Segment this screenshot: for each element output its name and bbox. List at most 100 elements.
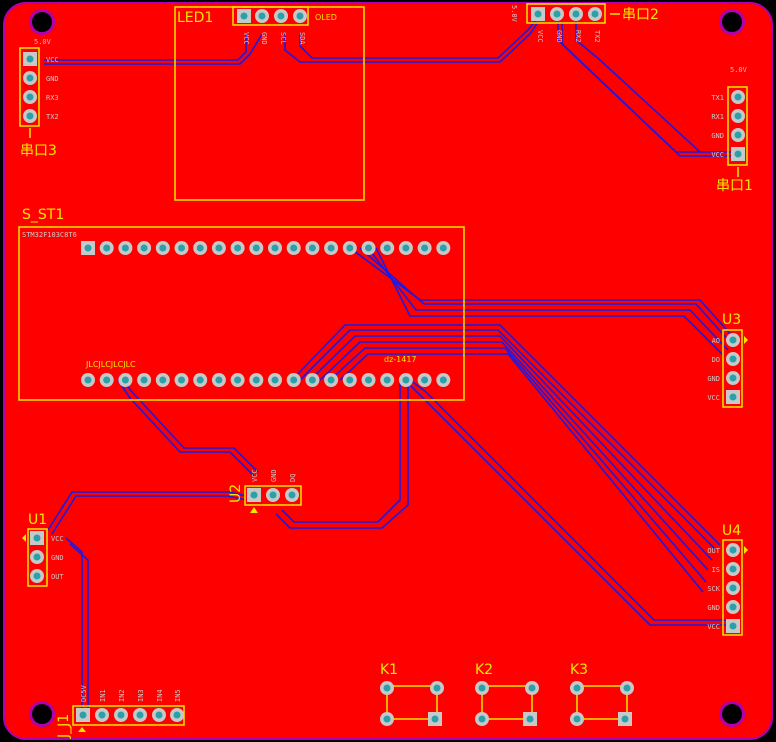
uart3-header[interactable]: 串口3 5.0V VCC GND RX3 TX2	[19, 38, 59, 159]
s-st1-top-pin-9[interactable]	[230, 241, 245, 255]
uart1-header[interactable]: 串口1 5.0V TX1 RX1 GND VCC	[711, 66, 753, 194]
k3-button[interactable]: K3	[570, 662, 634, 726]
u3-sensor[interactable]: U3 AO DO GND VCC	[707, 312, 748, 408]
s-st1-top-pin-3[interactable]	[118, 241, 133, 255]
k2-pin-4[interactable]	[523, 712, 537, 726]
u4-pin-2[interactable]	[726, 562, 740, 576]
s-st1-bottom-pin-6[interactable]	[174, 373, 189, 387]
u2-pin-3[interactable]	[285, 488, 299, 502]
u4-pin-3[interactable]	[726, 581, 740, 595]
s-st1-top-pin-4[interactable]	[137, 241, 152, 255]
s-st1-top-pin-8[interactable]	[211, 241, 226, 255]
k1-pin-2[interactable]	[430, 681, 444, 695]
s-st1-top-pin-11[interactable]	[268, 241, 282, 255]
s-st1-top-pin-17[interactable]	[380, 241, 395, 255]
u3-pin-2[interactable]	[726, 352, 740, 366]
k1-button[interactable]: K1	[380, 662, 444, 726]
uart3-pin-4[interactable]	[23, 109, 37, 123]
s-st1-bottom-pin-8[interactable]	[211, 373, 226, 387]
s-st1-top-pin-20[interactable]	[436, 241, 451, 255]
k2-pin-1[interactable]	[475, 681, 489, 695]
uart2-pin-3[interactable]	[569, 7, 583, 21]
uart3-pin-3[interactable]	[23, 90, 37, 104]
k3-pin-2[interactable]	[620, 681, 634, 695]
s-st1-bottom-pin-12[interactable]	[286, 373, 301, 387]
uart2-pin-1[interactable]	[531, 7, 545, 21]
s-st1-bottom-pin-2[interactable]	[99, 373, 114, 387]
led1-pin-3[interactable]	[274, 9, 288, 23]
u4-pin-4[interactable]	[726, 600, 740, 614]
s-st1-top-pin-19[interactable]	[417, 241, 432, 255]
s-st1-top-pin-14[interactable]	[324, 241, 339, 255]
s-st1-bottom-pin-17[interactable]	[380, 373, 395, 387]
s-st1-top-pin-7[interactable]	[193, 241, 208, 255]
uart2-pin-2[interactable]	[550, 7, 564, 21]
u3-pin-3[interactable]	[726, 371, 740, 385]
u2-pin-2[interactable]	[266, 488, 280, 502]
k1-pin-3[interactable]	[380, 712, 394, 726]
s-st1-bottom-pin-18[interactable]	[398, 373, 413, 387]
uart1-pin-1[interactable]	[731, 90, 745, 104]
k1-pin-4[interactable]	[428, 712, 442, 726]
s-st1-bottom-pin-19[interactable]	[417, 373, 432, 387]
u1-pin-2[interactable]	[30, 550, 44, 564]
uart3-pin-1[interactable]	[23, 52, 37, 66]
s-st1-top-pin-16[interactable]	[361, 241, 376, 255]
led1-module[interactable]: LED1 OLED VCC GND SCL SDA	[174, 6, 365, 201]
k3-pin-3[interactable]	[570, 712, 584, 726]
k1-pin-1[interactable]	[380, 681, 394, 695]
s-st1-top-pin-15[interactable]	[342, 241, 357, 255]
u4-sensor[interactable]: U4 OUT IS SCK GND VCC	[707, 523, 748, 636]
k3-pin-4[interactable]	[618, 712, 632, 726]
u2-sensor[interactable]: U2 VCC GND DQ	[228, 469, 302, 513]
s-st1-bottom-pin-9[interactable]	[230, 373, 245, 387]
u4-pin-5[interactable]	[726, 619, 740, 633]
u1-pin-3[interactable]	[30, 569, 44, 583]
s-st1-bottom-pin-20[interactable]	[436, 373, 451, 387]
u3-pin-1[interactable]	[726, 333, 740, 347]
uart1-pin-2[interactable]	[731, 109, 745, 123]
uart1-pin-4[interactable]	[731, 147, 745, 161]
k3-pin-1[interactable]	[570, 681, 584, 695]
uart2-pin-4[interactable]	[588, 7, 602, 21]
k2-pin-3[interactable]	[475, 712, 489, 726]
s-st1-bottom-pin-13[interactable]	[305, 373, 320, 387]
j-j1-connector[interactable]: J_J1 DC5V IN1 IN2 IN3 IN4 IN5	[56, 684, 185, 739]
s-st1-top-pin-1[interactable]	[81, 241, 95, 255]
s-st1-bottom-pin-1[interactable]	[81, 373, 95, 387]
j-j1-pin-2[interactable]	[95, 708, 109, 722]
s-st1-bottom-pin-14[interactable]	[324, 373, 339, 387]
s-st1-top-pin-10[interactable]	[249, 241, 264, 255]
k2-pin-2[interactable]	[525, 681, 539, 695]
j-j1-pin-1[interactable]	[76, 708, 90, 722]
s-st1-bottom-pin-5[interactable]	[155, 373, 170, 387]
s-st1-bottom-pin-16[interactable]	[361, 373, 376, 387]
j-j1-pin-3[interactable]	[114, 708, 128, 722]
u1-sensor[interactable]: U1 VCC GND OUT	[22, 512, 64, 587]
s-st1-bottom-pin-3[interactable]	[118, 373, 133, 387]
j-j1-pin-6[interactable]	[170, 708, 184, 722]
led1-pin-2[interactable]	[255, 9, 269, 23]
s-st1-bottom-pin-4[interactable]	[137, 373, 152, 387]
s-st1-top-pin-18[interactable]	[398, 241, 413, 255]
s-st1-top-pin-6[interactable]	[174, 241, 189, 255]
u2-pin-1[interactable]	[247, 488, 261, 502]
u4-pin-1[interactable]	[726, 543, 740, 557]
s-st1-bottom-pin-10[interactable]	[249, 373, 264, 387]
u1-pin-1[interactable]	[30, 531, 44, 545]
uart2-header[interactable]: 串口2 5.0V VCC GND RX2 TX2	[510, 3, 659, 43]
j-j1-pin-5[interactable]	[152, 708, 166, 722]
s-st1-bottom-pin-11[interactable]	[268, 373, 282, 387]
s-st1-top-pin-2[interactable]	[99, 241, 114, 255]
s-st1-bottom-pin-15[interactable]	[342, 373, 357, 387]
led1-pin-1[interactable]	[237, 9, 251, 23]
uart1-pin-3[interactable]	[731, 128, 745, 142]
s-st1-module[interactable]: S_ST1 STM32F103C8T6 JLCJLCJLCJLC dz-1417	[18, 207, 465, 401]
k2-button[interactable]: K2	[475, 662, 539, 726]
s-st1-top-pin-12[interactable]	[286, 241, 301, 255]
led1-pin-4[interactable]	[293, 9, 307, 23]
s-st1-top-pin-13[interactable]	[305, 241, 320, 255]
s-st1-top-pin-5[interactable]	[155, 241, 170, 255]
u3-pin-4[interactable]	[726, 390, 740, 404]
j-j1-pin-4[interactable]	[133, 708, 147, 722]
